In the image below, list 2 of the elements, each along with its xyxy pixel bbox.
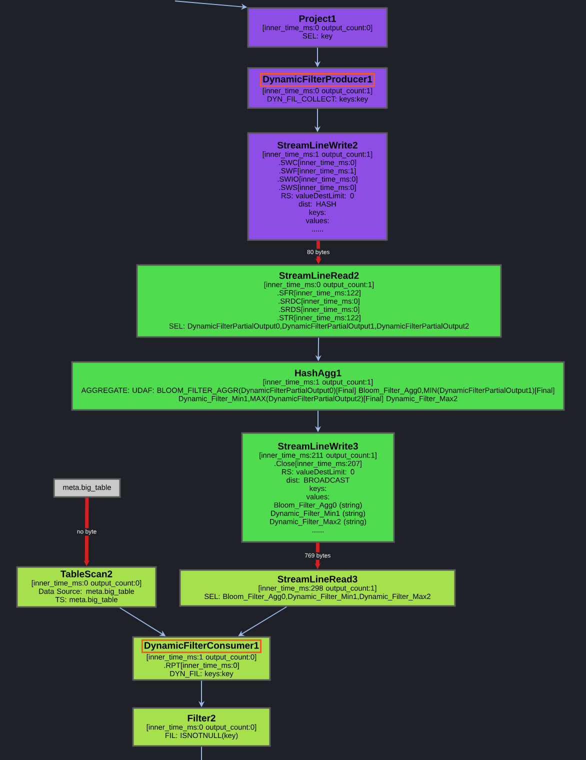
highlight-frame: DynamicFilterProducer1	[260, 72, 375, 87]
highlight-frame: DynamicFilterConsumer1	[141, 639, 262, 654]
